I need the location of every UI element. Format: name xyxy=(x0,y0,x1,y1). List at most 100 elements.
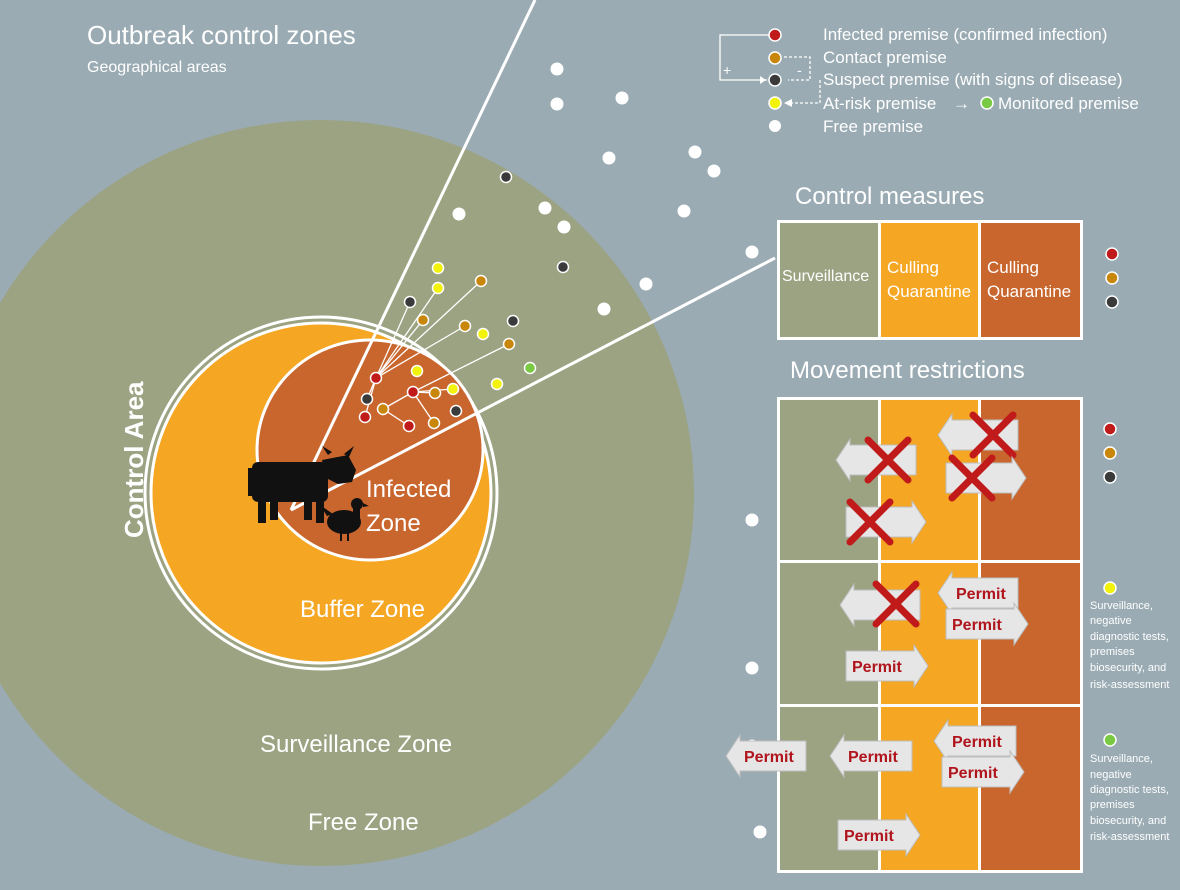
control-area-label: Control Area xyxy=(119,381,149,538)
movement-table xyxy=(777,397,1083,873)
permit-arrow: Permit xyxy=(845,643,929,689)
blocked-arrow xyxy=(835,436,917,484)
permit-label: Permit xyxy=(956,586,1006,603)
legend-free-dot xyxy=(769,120,781,132)
permit-label: Permit xyxy=(848,749,898,766)
legend-bracket-minus xyxy=(784,56,811,81)
legend-minus-sign: - xyxy=(797,62,802,78)
arrow-shape xyxy=(941,749,1025,795)
infected-zone-label-2: Zone xyxy=(366,510,421,537)
arrow-shape xyxy=(837,812,921,858)
legend-infected-label: Infected premise (confirmed infection) xyxy=(823,25,1107,44)
permit-label: Permit xyxy=(952,734,1002,751)
free-zone-label: Free Zone xyxy=(308,809,419,836)
suspect-premise-dot xyxy=(556,260,570,274)
blocked-arrow xyxy=(945,454,1027,502)
infected-zone-label-1: Infected xyxy=(366,476,451,503)
sector-line-lower xyxy=(290,256,776,512)
legend-atrisk-label: At-risk premise xyxy=(823,94,936,113)
legend-arrow: → xyxy=(953,94,970,113)
contact-premise-dot xyxy=(416,313,430,327)
permit-label: Permit xyxy=(952,617,1002,634)
free-premise-dot xyxy=(707,164,721,178)
arrow-shape xyxy=(945,601,1029,647)
at-risk-premise-dot xyxy=(431,261,445,275)
infected-premise-dot xyxy=(406,385,420,399)
arrow-shape xyxy=(845,643,929,689)
free-premise-dot xyxy=(639,277,653,291)
free-premise-dot xyxy=(452,207,466,221)
permit-arrow: Permit xyxy=(933,718,1017,764)
note-green-line: biosecurity, and xyxy=(1090,815,1166,827)
permit-arrow: Permit xyxy=(829,733,913,779)
legend-atrisk-dot xyxy=(768,96,782,110)
note-yellow-line: biosecurity, and xyxy=(1090,662,1166,674)
cm-surveillance-cell xyxy=(780,223,878,337)
cm-buffer-label-1: Culling xyxy=(887,258,939,277)
contact-premise-dot xyxy=(428,386,442,400)
blocked-arrow xyxy=(845,498,927,546)
surveillance-zone-label: Surveillance Zone xyxy=(260,731,452,758)
blocked-arrow xyxy=(839,580,921,628)
free-premise-dot xyxy=(550,97,564,111)
contact-premise-dot xyxy=(458,319,472,333)
cm-surveillance-label: Surveillance xyxy=(782,268,869,285)
suspect-premise-dot xyxy=(506,314,520,328)
suspect-premise-dot xyxy=(403,295,417,309)
legend-plus-sign: + xyxy=(723,62,731,78)
note-yellow-line: diagnostic tests, xyxy=(1090,631,1169,643)
permit-arrow: Permit xyxy=(941,749,1025,795)
cow-icon xyxy=(248,446,356,523)
mr-suspect-dot xyxy=(1103,470,1117,484)
free-premise-dot xyxy=(745,245,759,259)
control-measures-table: Surveillance Culling Quarantine Culling … xyxy=(777,220,1083,340)
cm-infected-label-1: Culling xyxy=(987,258,1039,277)
arrow-shape xyxy=(937,570,1019,616)
free-premise-dot xyxy=(753,825,767,839)
at-risk-premise-dot xyxy=(410,364,424,378)
legend-suspect-label: Suspect premise (with signs of disease) xyxy=(823,70,1123,89)
free-premise-dot xyxy=(602,151,616,165)
legend-infected-dot xyxy=(768,28,782,42)
infected-zone-core xyxy=(255,338,485,562)
cross-icon xyxy=(872,580,920,628)
arrow-shape xyxy=(829,733,913,779)
legend-monitored-label: Monitored premise xyxy=(998,94,1139,113)
free-premise-dot xyxy=(538,201,552,215)
permit-label: Permit xyxy=(844,828,894,845)
free-premise-dot xyxy=(745,661,759,675)
movement-title: Movement restrictions xyxy=(790,357,1025,384)
cross-icon xyxy=(864,436,912,484)
infected-premise-dot xyxy=(369,371,383,385)
contact-premise-dot xyxy=(474,274,488,288)
note-green-line: diagnostic tests, xyxy=(1090,784,1169,796)
at-risk-premise-dot xyxy=(446,382,460,396)
note-yellow-line: Surveillance, xyxy=(1090,600,1153,612)
buffer-zone-label: Buffer Zone xyxy=(300,596,425,623)
legend-suspect-dot xyxy=(768,73,782,87)
legend-arrowhead-1 xyxy=(784,99,792,107)
mr-contact-dot xyxy=(1103,446,1117,460)
outbreak-sector xyxy=(289,0,776,512)
free-premise-dot xyxy=(615,91,629,105)
note-green-line: premises xyxy=(1090,799,1135,811)
infected-premise-dot xyxy=(402,419,416,433)
permit-arrow: Permit xyxy=(945,601,1029,647)
buffer-zone-outer-line xyxy=(143,315,499,671)
mr-atrisk-dot xyxy=(1103,581,1117,595)
permit-label: Permit xyxy=(852,659,902,676)
free-premise-dot xyxy=(688,145,702,159)
suspect-premise-dot xyxy=(449,404,463,418)
legend-arrowhead-2 xyxy=(760,76,766,84)
cross-icon xyxy=(846,498,894,546)
page-title: Outbreak control zones xyxy=(87,20,356,50)
cm-infected-cell xyxy=(981,223,1080,337)
cross-icon xyxy=(948,454,996,502)
legend-bracket-plus xyxy=(719,34,775,81)
free-premise-dot xyxy=(557,220,571,234)
cm-contact-dot xyxy=(1105,271,1119,285)
contact-premise-dot xyxy=(376,402,390,416)
at-risk-premise-dot xyxy=(431,281,445,295)
